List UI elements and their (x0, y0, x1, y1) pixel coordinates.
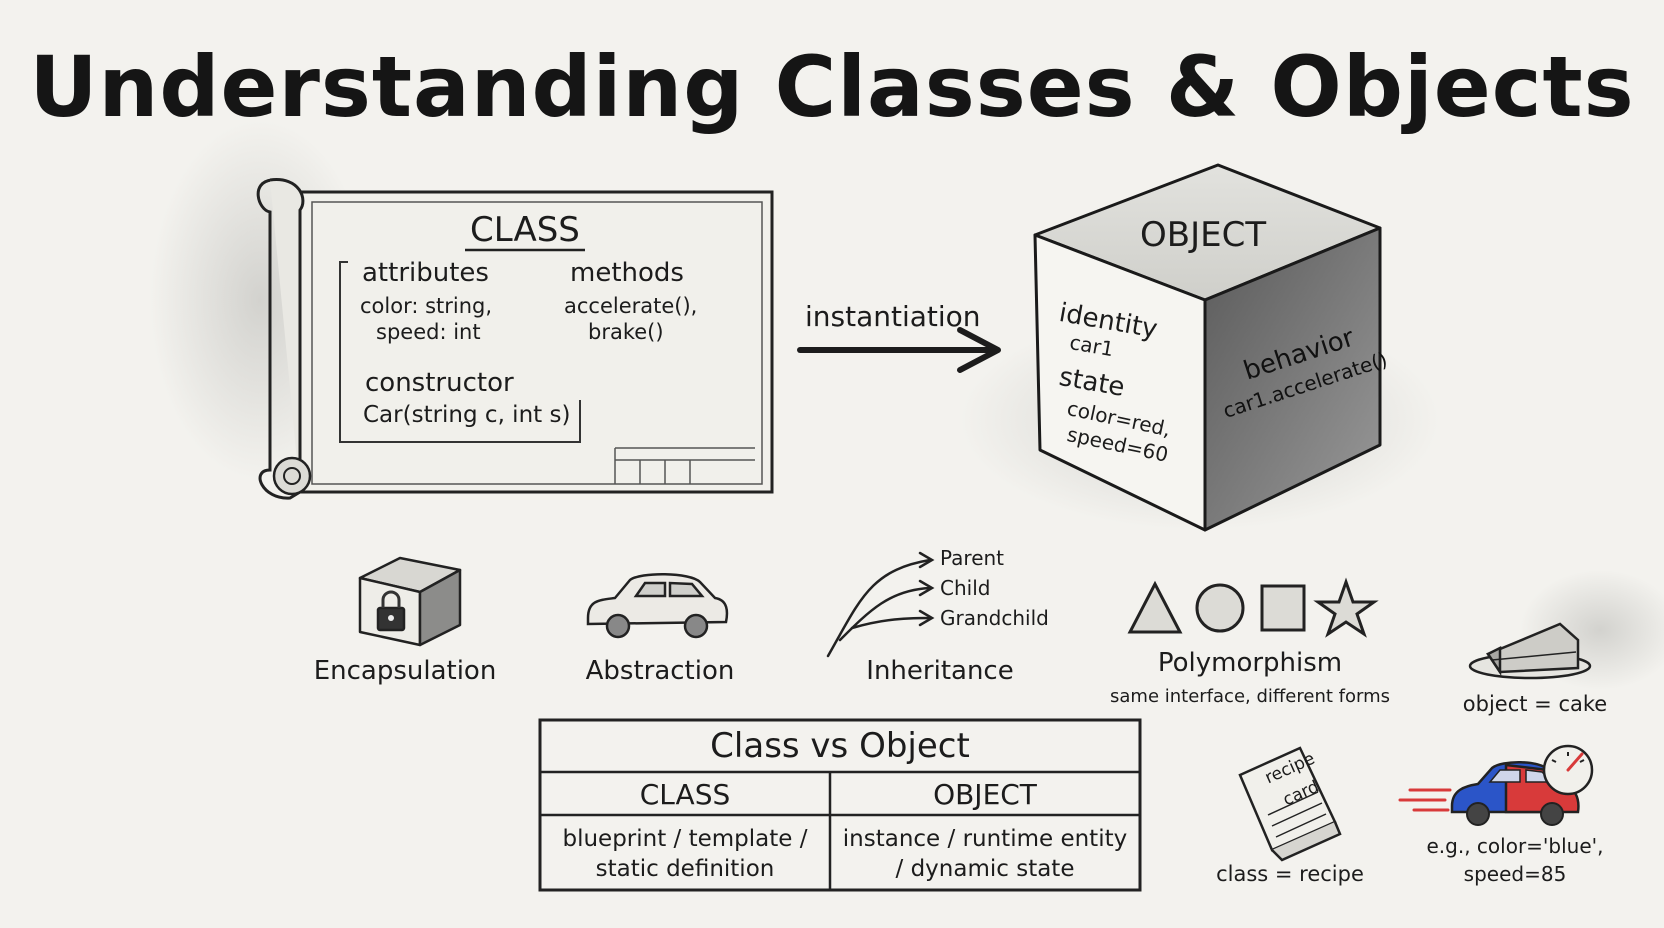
inheritance-grandchild: Grandchild (940, 606, 1049, 630)
table-header-class: CLASS (639, 778, 731, 811)
instantiation-arrow (797, 327, 1001, 373)
methods-line2: brake() (588, 320, 664, 344)
polymorphism-subtitle: same interface, different forms (1110, 686, 1390, 707)
class-blueprint-scroll (256, 178, 774, 500)
inheritance-parent: Parent (940, 546, 1005, 570)
square-shape (1260, 584, 1306, 632)
encapsulation-label: Encapsulation (313, 656, 497, 686)
car-caption-line2: speed=85 (1463, 862, 1567, 886)
table-header-object: OBJECT (933, 778, 1037, 811)
object-cube (1033, 163, 1382, 532)
instantiation-label: instantiation (805, 300, 981, 333)
page-title: Understanding Classes & Objects (29, 38, 1635, 136)
circle-shape (1195, 583, 1245, 633)
methods-label: methods (570, 258, 684, 288)
car-caption-line1: e.g., color='blue', (1426, 834, 1604, 858)
table-object-line1: instance / runtime entity (842, 826, 1128, 852)
polymorphism-label: Polymorphism (1157, 648, 1343, 678)
attributes-line2: speed: int (376, 320, 481, 344)
table-title: Class vs Object (710, 726, 970, 766)
colored-car-icon (1398, 744, 1594, 826)
encapsulation-box-lock (358, 556, 462, 647)
abstraction-car-icon (586, 572, 729, 639)
triangle-shape (1127, 580, 1183, 634)
polymorphism-shapes (1127, 577, 1379, 638)
comparison-table-grid (538, 718, 1142, 892)
constructor-signature: Car(string c, int s) (363, 402, 571, 428)
recipe-card-icon (1238, 746, 1342, 862)
inheritance-child: Child (940, 576, 991, 600)
abstraction-label: Abstraction (585, 656, 735, 686)
inheritance-tree (826, 551, 935, 658)
inheritance-label: Inheritance (866, 656, 1014, 686)
class-heading: CLASS (470, 210, 580, 250)
constructor-label: constructor (365, 368, 514, 398)
cake-caption: object = cake (1462, 692, 1608, 716)
table-class-line1: blueprint / template / (562, 826, 808, 852)
recipe-caption: class = recipe (1216, 862, 1364, 886)
cake-icon (1468, 622, 1592, 680)
table-object-line2: / dynamic state (895, 856, 1075, 882)
attributes-label: attributes (362, 258, 489, 288)
table-class-line2: static definition (595, 856, 775, 882)
attributes-line1: color: string, (360, 294, 493, 318)
star-shape (1313, 577, 1379, 638)
methods-line1: accelerate(), (564, 294, 698, 318)
object-heading: OBJECT (1140, 215, 1267, 255)
